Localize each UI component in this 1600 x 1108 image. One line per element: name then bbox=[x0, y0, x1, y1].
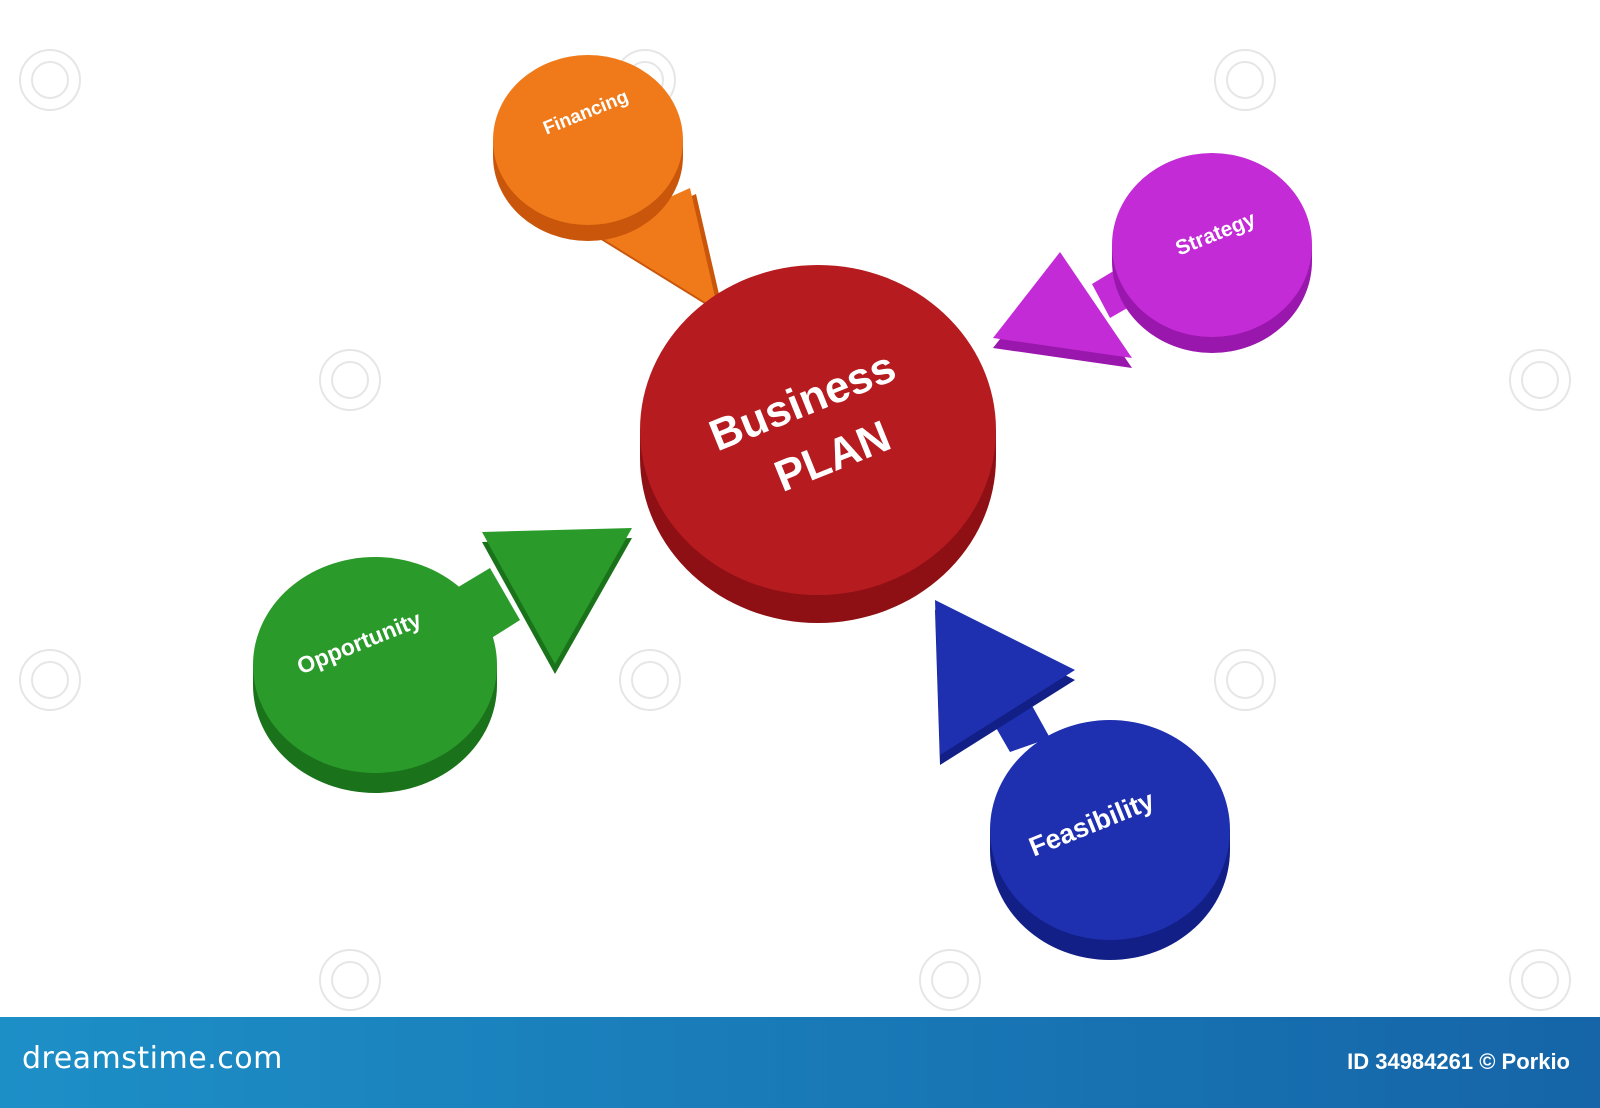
footer-bar: dreamstime.com ID 34984261 © Porkio bbox=[0, 1017, 1600, 1108]
business-plan-diagram: Financing Strategy Opportunity bbox=[19, 49, 1571, 1011]
feasibility-arrow bbox=[935, 600, 1075, 765]
node-strategy: Strategy bbox=[993, 153, 1312, 368]
node-business-plan: Business PLAN bbox=[640, 265, 996, 623]
node-feasibility: Feasibility bbox=[935, 600, 1230, 960]
node-financing: Financing bbox=[493, 55, 724, 316]
opportunity-arrow bbox=[450, 528, 632, 674]
image-credit: ID 34984261 © Porkio bbox=[1347, 1049, 1570, 1074]
dreamstime-logo[interactable]: dreamstime.com bbox=[22, 1041, 283, 1076]
node-opportunity: Opportunity bbox=[253, 528, 632, 793]
